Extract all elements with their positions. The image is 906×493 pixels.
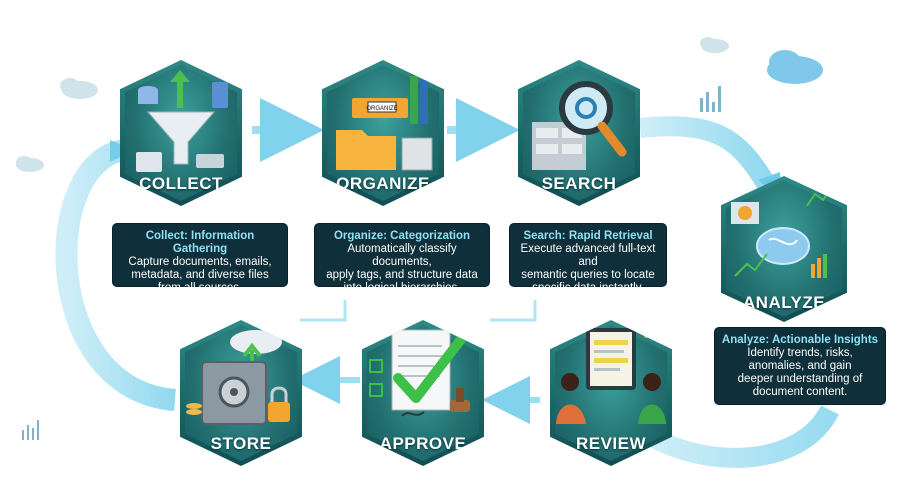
tablet-icon [556, 326, 666, 424]
padlock-icon [268, 402, 290, 422]
organize-line-3: into logical hierarchies. [343, 282, 461, 294]
review-hexagon: REVIEW [550, 320, 672, 466]
search-line-1: Execute advanced full-text and [520, 243, 656, 268]
collect-line-1: Capture documents, emails, [128, 256, 272, 268]
search-description: Search: Rapid Retrieval Execute advanced… [509, 223, 667, 294]
folder-tag-label: ORGANIZE [366, 106, 397, 112]
stamp-icon [450, 400, 470, 412]
safe-icon [186, 330, 290, 425]
collect-hexagon: COLLECT [120, 60, 242, 206]
analyze-hexagon: ANALYZE [721, 176, 847, 322]
search-heading: Search: Rapid Retrieval [523, 230, 653, 242]
step-title-approve: APPROVE [379, 434, 467, 453]
step-title-search: SEARCH [541, 174, 617, 193]
analyze-line-3: deeper understanding of [737, 373, 863, 385]
bar-chart-icon [22, 86, 721, 440]
collect-description: Collect: Information Gathering Capture d… [112, 223, 288, 294]
printer-icon [136, 152, 162, 172]
brain-icon [731, 187, 832, 278]
funnel-icon [136, 70, 228, 172]
phone-icon [212, 82, 228, 108]
step-title-analyze: ANALYZE [742, 293, 826, 312]
search-line-2: semantic queries to locate [521, 269, 655, 281]
step-title-organize: ORGANIZE [336, 174, 430, 193]
analyze-line-1: Identify trends, risks, [747, 347, 853, 359]
binder-icon [410, 76, 418, 124]
cloud-icon [16, 37, 823, 172]
arrow-search-to-analyze [639, 116, 779, 196]
collect-heading: Collect: Information Gathering [145, 230, 255, 255]
search-line-3: specific data instantly. [532, 282, 644, 294]
analyze-heading: Analyze: Actionable Insights [721, 334, 879, 346]
organize-heading: Organize: Categorization [333, 230, 471, 242]
approve-hexagon: APPROVE [362, 320, 484, 466]
signature-icon [401, 411, 425, 417]
search-hexagon: SEARCH [518, 60, 640, 206]
store-hexagon: STORE [180, 320, 302, 466]
organize-line-2: apply tags, and structure data [326, 269, 478, 281]
analyze-line-4: document content. [752, 386, 848, 398]
file-box-icon [401, 137, 433, 171]
cloud-icon [230, 330, 282, 354]
organize-hexagon: ORGANIZE ORGANIZE [322, 60, 444, 206]
person-icon [561, 373, 579, 391]
arrow-store-to-collect [55, 139, 177, 411]
step-title-collect: COLLECT [139, 174, 223, 193]
analyze-line-2: anomalies, and gain [748, 360, 852, 372]
collect-line-3: from all sources. [157, 282, 243, 294]
organize-description: Organize: Categorization Automatically c… [314, 223, 490, 294]
collect-line-2: metadata, and diverse files [131, 269, 269, 281]
folder-icon: ORGANIZE [336, 76, 433, 171]
analyze-description: Analyze: Actionable Insights Identify tr… [714, 327, 886, 405]
step-title-store: STORE [210, 434, 272, 453]
magnifier-icon [532, 81, 627, 170]
coins-icon [186, 409, 202, 415]
step-title-review: REVIEW [575, 434, 647, 453]
organize-line-1: Automatically classify documents, [347, 243, 457, 268]
checkmark-icon [369, 329, 470, 417]
scanner-icon [196, 154, 224, 168]
arrow-analyze-to-review [634, 404, 839, 468]
